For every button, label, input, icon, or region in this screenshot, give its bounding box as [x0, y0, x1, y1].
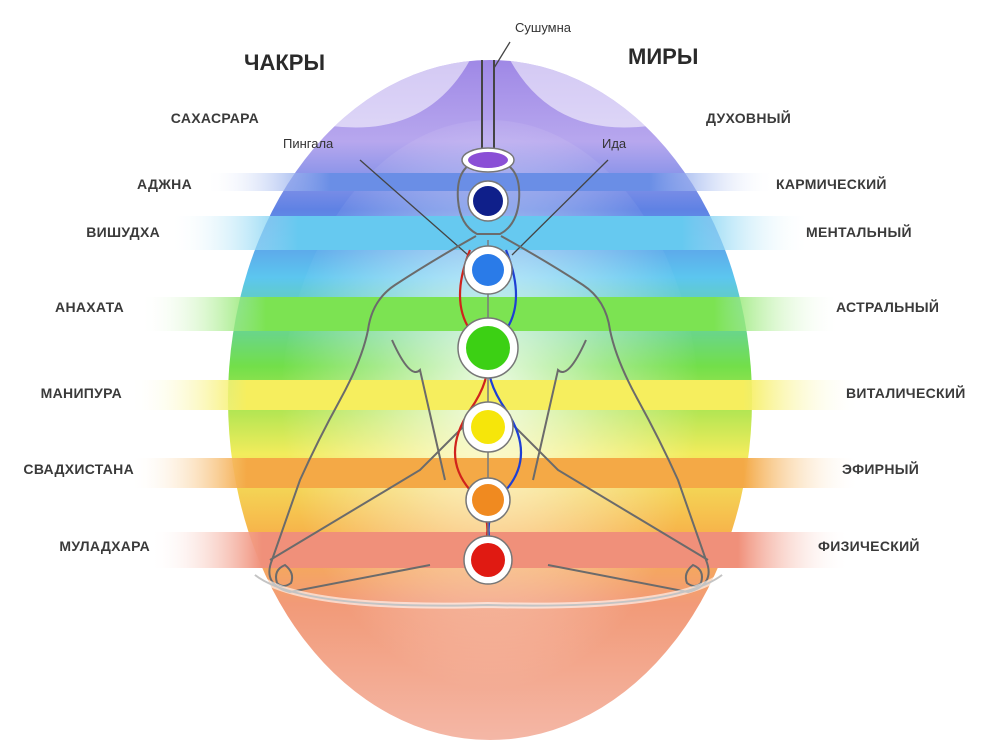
ida-label: Ида: [602, 136, 627, 151]
ida-pointer: [511, 159, 609, 256]
worlds-title: МИРЫ: [628, 44, 699, 69]
chakras-title: ЧАКРЫ: [244, 50, 325, 75]
chakras: [457, 147, 519, 585]
chakra-solar: [462, 401, 514, 453]
world-label-mental: МЕНТАЛЬНЫЙ: [806, 224, 912, 240]
chakra-crown: [461, 147, 515, 173]
chakra-throat: [463, 245, 513, 295]
channels: [359, 41, 609, 256]
sushumna-label: Сушумна: [515, 20, 572, 35]
world-label-vital: ВИТАЛИЧЕСКИЙ: [846, 385, 966, 401]
chakra-label-muladhara: МУЛАДХАРА: [59, 538, 150, 554]
chakra-label-ajna: АДЖНА: [137, 176, 192, 192]
chakra-label-anahata: АНАХАТА: [55, 299, 124, 315]
chakra-label-sahasrara: САХАСРАРА: [170, 110, 259, 126]
sushumna-pointer: [493, 41, 511, 69]
chakra-heart: [457, 317, 519, 379]
world-label-etheric: ЭФИРНЫЙ: [842, 461, 920, 477]
chakra-sacral: [465, 477, 511, 523]
chakra-third-eye: [467, 180, 509, 222]
chakra-label-vishuddha: ВИШУДХА: [86, 224, 160, 240]
pingala-pointer: [359, 159, 469, 256]
chakra-root: [463, 535, 513, 585]
world-label-spiritual: ДУХОВНЫЙ: [706, 110, 792, 126]
world-label-astral: АСТРАЛЬНЫЙ: [836, 299, 940, 315]
world-label-physical: ФИЗИЧЕСКИЙ: [818, 538, 920, 554]
chakra-label-manipura: МАНИПУРА: [40, 385, 122, 401]
chakra-label-svadhisthana: СВАДХИСТАНА: [23, 461, 134, 477]
world-label-karmic: КАРМИЧЕСКИЙ: [776, 176, 887, 192]
pingala-label: Пингала: [283, 136, 334, 151]
